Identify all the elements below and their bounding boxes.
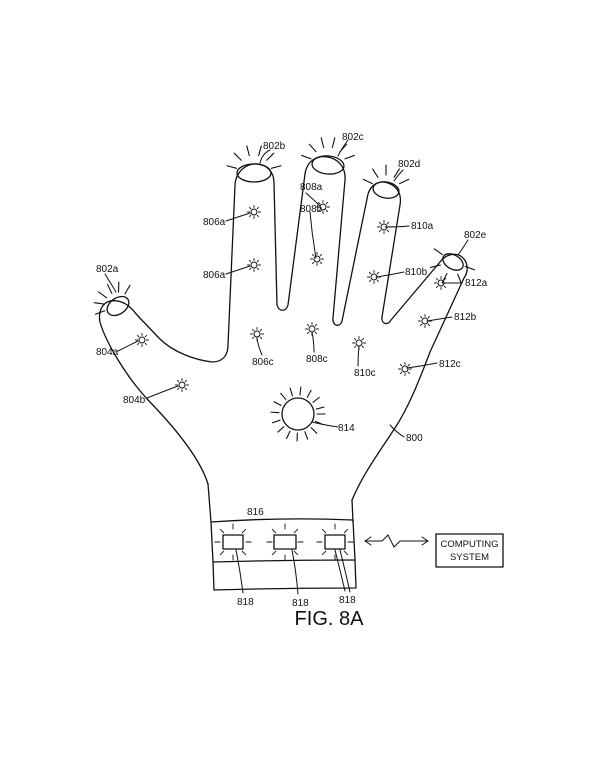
computing-system: COMPUTING SYSTEM bbox=[435, 533, 504, 568]
fingertip-middle bbox=[311, 155, 345, 175]
label-802d: 802d bbox=[398, 159, 420, 170]
label-814: 814 bbox=[338, 423, 355, 434]
wristband-816 bbox=[207, 483, 357, 591]
label-802c: 802c bbox=[342, 132, 364, 143]
label-806c: 806c bbox=[252, 357, 274, 368]
fingertip-pinky bbox=[442, 253, 464, 271]
sensor-812a bbox=[434, 276, 448, 290]
label-812c: 812c bbox=[439, 359, 461, 370]
label-802b: 802b bbox=[263, 141, 286, 152]
sensor-812c bbox=[398, 362, 412, 376]
label-812b: 812b bbox=[454, 312, 477, 323]
glove-outline bbox=[98, 155, 468, 501]
fingertip-ring bbox=[372, 181, 400, 199]
wireless-link-icon bbox=[364, 534, 429, 548]
leader-lines bbox=[104, 139, 469, 595]
label-810b: 810b bbox=[405, 267, 428, 278]
label-806a-upper: 806a bbox=[203, 217, 226, 228]
label-808b: 808b bbox=[300, 204, 323, 215]
sensor-812b bbox=[418, 314, 432, 328]
label-804b: 804b bbox=[123, 395, 146, 406]
sensor-markers bbox=[135, 200, 448, 392]
fingertip-thumb bbox=[106, 295, 130, 317]
label-800: 800 bbox=[406, 433, 423, 444]
fingertip-index bbox=[236, 163, 272, 183]
reference-labels: 802b 802c 802d 802e 802a 804a 804b 806a … bbox=[96, 132, 488, 609]
label-816: 816 bbox=[247, 507, 264, 518]
label-808c: 808c bbox=[306, 354, 328, 365]
sensor-804a bbox=[135, 333, 149, 347]
computing-box-line2: SYSTEM bbox=[450, 552, 489, 563]
label-818-middle: 818 bbox=[292, 598, 309, 609]
label-802a: 802a bbox=[96, 264, 119, 275]
label-810c: 810c bbox=[354, 368, 376, 379]
light-rays bbox=[93, 137, 476, 561]
emitter-814 bbox=[281, 397, 315, 431]
sensor-804b bbox=[175, 378, 189, 392]
sensor-806a-upper bbox=[247, 205, 261, 219]
sensor-808a bbox=[316, 200, 330, 214]
figure-caption: FIG. 8A bbox=[295, 608, 365, 630]
sensor-808b bbox=[310, 252, 324, 266]
label-808a: 808a bbox=[300, 182, 323, 193]
label-818-left: 818 bbox=[237, 597, 254, 608]
label-802e: 802e bbox=[464, 230, 487, 241]
label-812a: 812a bbox=[465, 278, 488, 289]
label-804a: 804a bbox=[96, 347, 119, 358]
label-818-right: 818 bbox=[339, 595, 356, 606]
sensor-806a-lower bbox=[247, 258, 261, 272]
sensor-810a bbox=[377, 220, 391, 234]
label-810a: 810a bbox=[411, 221, 434, 232]
label-806a-lower: 806a bbox=[203, 270, 226, 281]
sensor-810c bbox=[352, 336, 366, 350]
computing-box-line1: COMPUTING bbox=[440, 539, 498, 550]
